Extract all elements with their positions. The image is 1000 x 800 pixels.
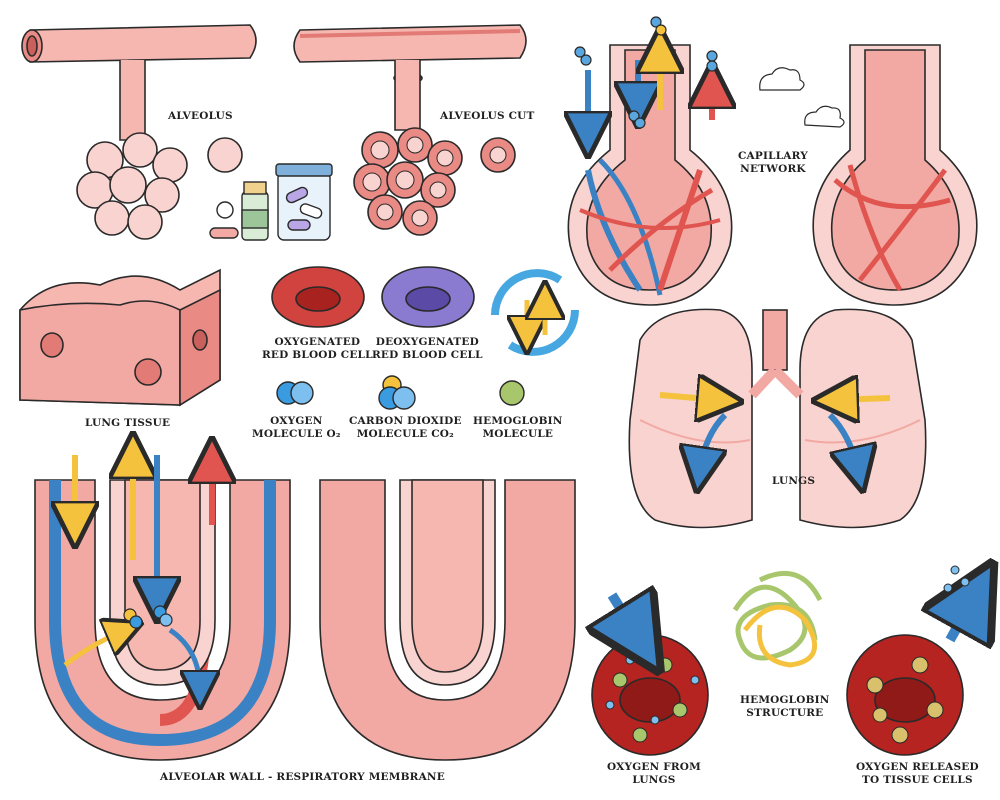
label-co2-molecule: CARBON DIOXIDE MOLECULE CO₂	[349, 415, 462, 441]
cloud-icon	[759, 67, 845, 128]
rbc-oxygen-from-lungs	[592, 595, 709, 756]
alveolus-illustration	[21, 24, 257, 240]
alveolar-wall-illustration	[34, 455, 576, 761]
label-oxygen-from-lungs: OXYGEN FROM LUNGS	[607, 761, 701, 787]
label-alveolus-cut: ALVEOLUS CUT	[440, 110, 535, 123]
label-capillary-network: CAPILLARY NETWORK	[738, 150, 808, 176]
medicine-icon	[209, 163, 333, 241]
label-oxygen-molecule: OXYGEN MOLECULE O₂	[252, 415, 341, 441]
lungs-illustration	[628, 308, 927, 529]
capillary-network-illustration	[568, 16, 978, 306]
label-alveolus-text: ALVEOLUS	[168, 110, 233, 122]
label-oxygen-molecule-line1: OXYGEN	[270, 415, 323, 427]
label-co2-molecule-line1: CARBON DIOXIDE	[349, 415, 462, 427]
label-deoxygenated-rbc-line2: RED BLOOD CELL	[372, 349, 483, 361]
legend-co2-molecule	[378, 375, 416, 410]
legend-oxygen-molecule	[276, 381, 314, 405]
label-lungs-text: LUNGS	[772, 475, 816, 487]
lung-tissue-illustration	[19, 268, 221, 407]
label-oxygen-molecule-line2: MOLECULE O₂	[252, 428, 341, 440]
legend-oxygenated-rbc	[271, 266, 365, 328]
label-alveolar-wall-text: ALVEOLAR WALL - RESPIRATORY MEMBRANE	[160, 771, 445, 783]
label-alveolar-wall: ALVEOLAR WALL - RESPIRATORY MEMBRANE	[160, 771, 445, 784]
label-oxygen-released-line1: OXYGEN RELEASED	[856, 761, 979, 773]
legend-hemoglobin-molecule	[499, 380, 525, 406]
label-oxygenated-rbc: OXYGENATED RED BLOOD CELL	[262, 336, 373, 362]
label-lung-tissue-text: LUNG TISSUE	[85, 417, 171, 429]
hemoglobin-structure-illustration	[732, 570, 823, 668]
label-oxygen-released-line2: TO TISSUE CELLS	[861, 774, 973, 786]
label-oxygenated-rbc-line1: OXYGENATED	[274, 336, 361, 348]
label-oxygen-released: OXYGEN RELEASED TO TISSUE CELLS	[856, 761, 979, 787]
label-hemoglobin-molecule-line1: HEMOGLOBIN	[473, 415, 563, 427]
legend-deoxygenated-rbc	[381, 266, 475, 328]
label-lung-tissue: LUNG TISSUE	[85, 417, 170, 430]
label-lungs: LUNGS	[772, 475, 815, 488]
label-hemoglobin-molecule-line2: MOLECULE	[482, 428, 554, 440]
rbc-oxygen-released	[846, 566, 975, 756]
label-hemoglobin-structure: HEMOGLOBIN STRUCTURE	[740, 694, 830, 720]
label-alveolus: ALVEOLUS	[168, 110, 233, 123]
legend-gas-exchange-cycle-icon	[491, 269, 579, 356]
label-hemoglobin-structure-line1: HEMOGLOBIN	[740, 694, 830, 706]
label-deoxygenated-rbc: DEOXYGENATED RED BLOOD CELL	[372, 336, 483, 362]
label-capillary-network-line2: NETWORK	[740, 163, 806, 175]
label-oxygenated-rbc-line2: RED BLOOD CELL	[262, 349, 373, 361]
label-hemoglobin-structure-line2: STRUCTURE	[746, 707, 824, 719]
alveolus-cut-illustration	[293, 24, 527, 236]
label-alveolus-cut-text: ALVEOLUS CUT	[440, 110, 535, 122]
label-oxygen-from-lungs-line1: OXYGEN FROM	[607, 761, 701, 773]
label-hemoglobin-molecule: HEMOGLOBIN MOLECULE	[473, 415, 563, 441]
label-oxygen-from-lungs-line2: LUNGS	[632, 774, 676, 786]
label-co2-molecule-line2: MOLECULE CO₂	[356, 428, 454, 440]
label-deoxygenated-rbc-line1: DEOXYGENATED	[375, 336, 479, 348]
label-capillary-network-line1: CAPILLARY	[738, 150, 808, 162]
